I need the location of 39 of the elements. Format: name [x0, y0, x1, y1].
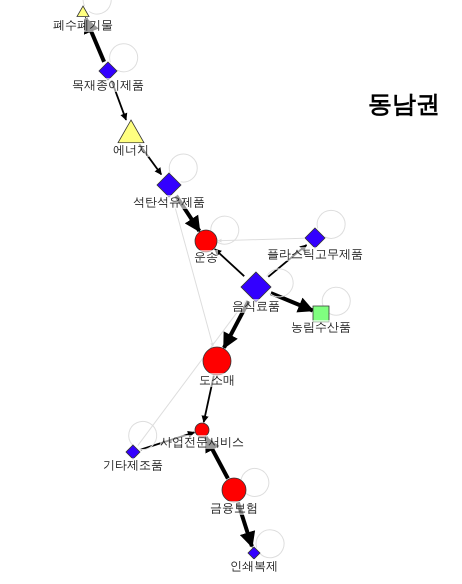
connector-line: [137, 299, 247, 446]
self-loop: [316, 210, 346, 239]
self-loop: [168, 154, 198, 183]
self-loop: [240, 468, 270, 497]
title: 동남권: [368, 88, 440, 120]
node-label: 농림수산품: [291, 320, 351, 334]
node-label: 목재종이제품: [72, 78, 144, 92]
arrow: [140, 430, 196, 450]
arrow: [222, 300, 250, 350]
self-loop: [109, 43, 138, 72]
arrow: [172, 197, 214, 347]
self-loop: [256, 529, 285, 558]
arrow: [236, 502, 256, 548]
node-label: 도소매: [199, 373, 235, 387]
arrow: [174, 194, 202, 232]
node-label: 사업전문서비스: [160, 435, 244, 449]
node-label: 기타제조품: [103, 458, 163, 472]
node-label: 플라스틱고무제품: [267, 247, 363, 261]
node-label: 에너지: [113, 143, 149, 157]
arrow: [204, 436, 230, 480]
node-label: 금융보험: [210, 501, 258, 515]
self-loop: [210, 216, 240, 245]
node-label: 음식료품: [232, 299, 280, 313]
arrow: [110, 80, 128, 121]
node-label: 폐수폐기물: [53, 18, 113, 32]
self-loop: [128, 420, 158, 450]
arrow: [270, 291, 314, 312]
arrow: [202, 376, 215, 423]
node-label: 석탄석유제품: [133, 195, 205, 209]
self-loop: [82, 0, 112, 15]
node-label: 운송: [194, 250, 218, 264]
arrow: [84, 16, 106, 63]
arrow: [268, 244, 308, 278]
node-label: 인쇄복제: [230, 559, 278, 573]
arrow: [214, 248, 245, 277]
self-loop: [266, 268, 294, 298]
arrow: [218, 238, 304, 243]
self-loop: [322, 286, 351, 316]
arrow: [138, 144, 162, 176]
